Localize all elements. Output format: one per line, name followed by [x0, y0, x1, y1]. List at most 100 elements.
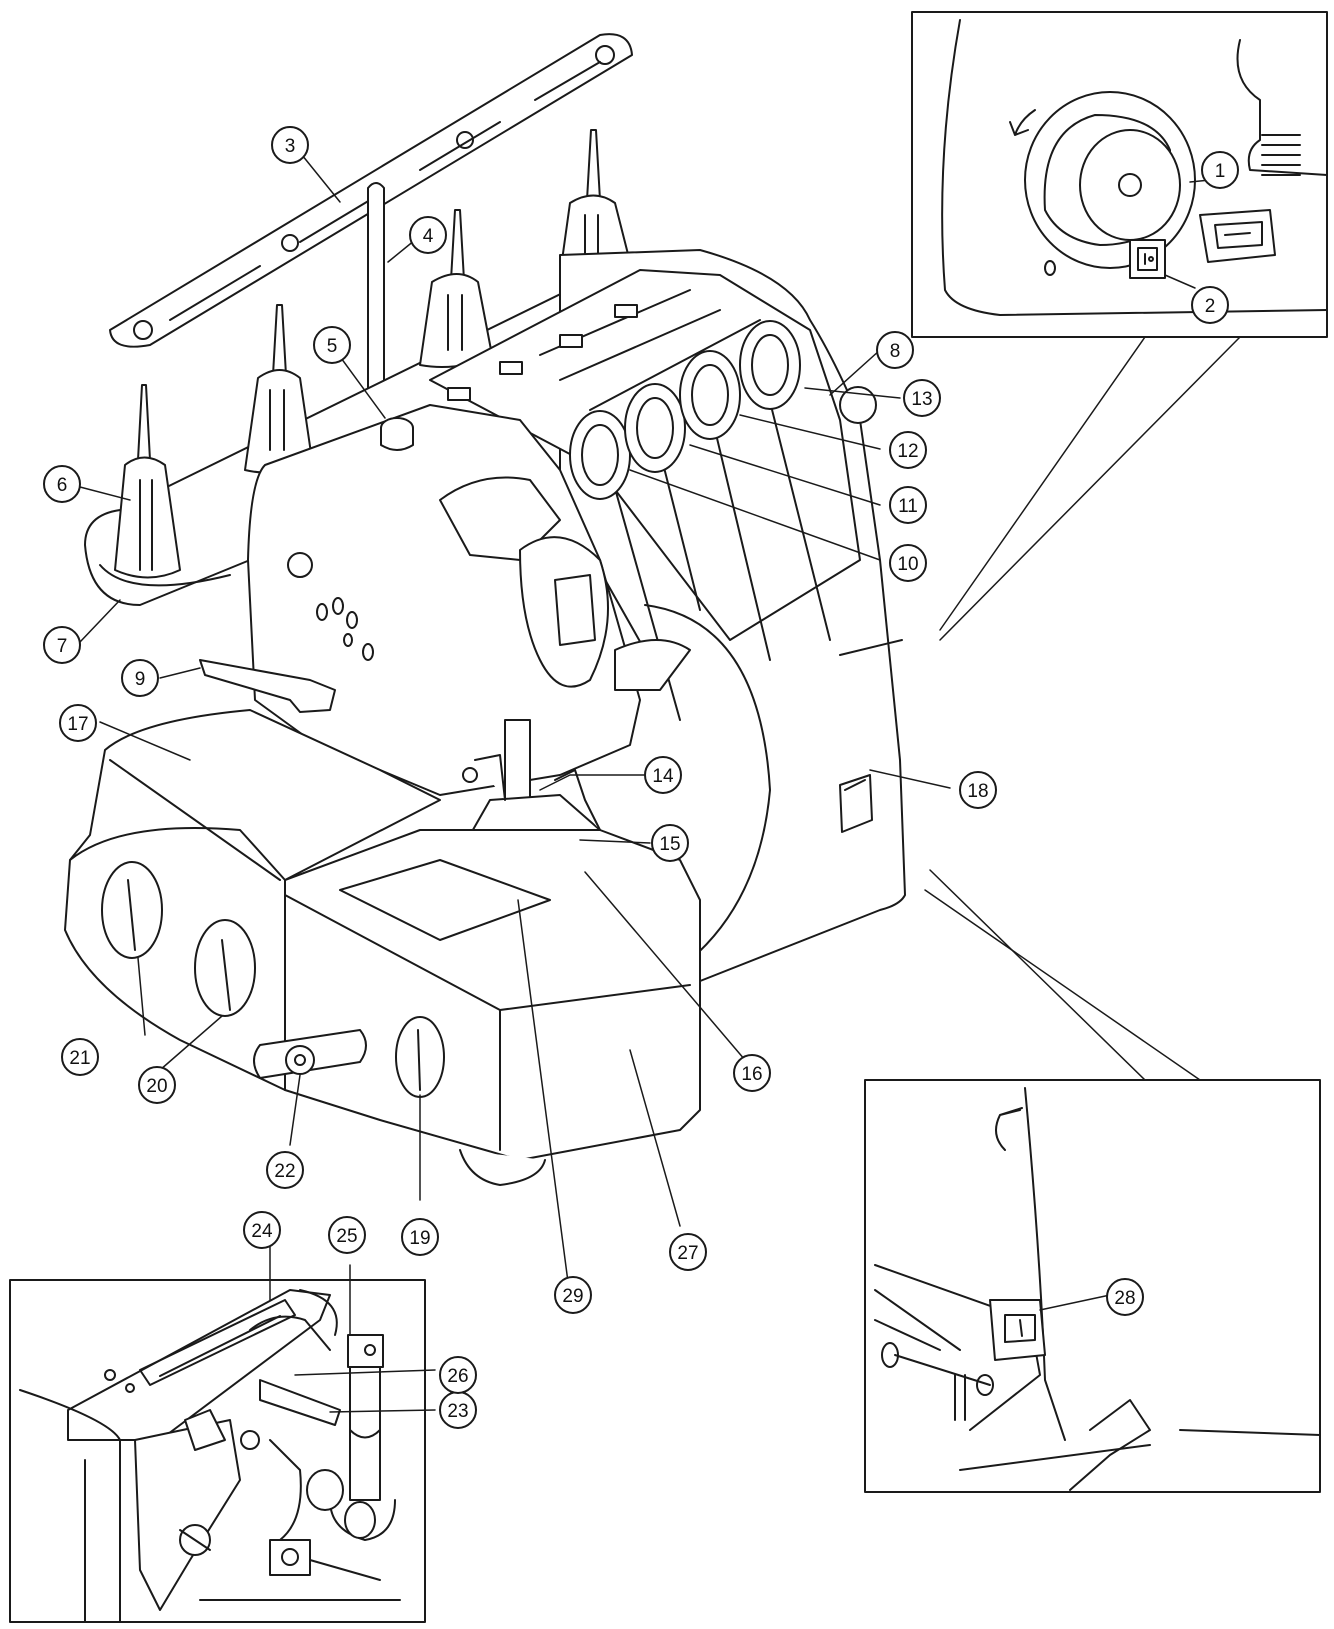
- knob-5: [380, 417, 414, 451]
- callout-number: 1: [1215, 161, 1226, 182]
- callout-circle: [61, 1038, 99, 1076]
- callout-number: 4: [423, 226, 434, 247]
- callout-number: 14: [652, 766, 674, 787]
- callout-circle: [1106, 1278, 1144, 1316]
- callout-number: 9: [135, 669, 146, 690]
- callout-1: 1: [1201, 151, 1239, 189]
- callout-circle: [271, 126, 309, 164]
- callout-2: 2: [1191, 286, 1229, 324]
- callout-number: 29: [562, 1286, 583, 1307]
- inset-loopers: [9, 1237, 436, 1623]
- callout-circle: [43, 626, 81, 664]
- callout-number: 19: [409, 1228, 430, 1249]
- callout-circle: [313, 326, 351, 364]
- callout-number: 23: [447, 1401, 468, 1422]
- callout-number: 18: [967, 781, 988, 802]
- front-cover: [284, 829, 701, 1161]
- callout-11: 11: [889, 486, 927, 524]
- callout-15: 15: [651, 824, 689, 862]
- callout-circle: [959, 771, 997, 809]
- callout-29: 29: [554, 1276, 592, 1314]
- callout-number: 28: [1114, 1288, 1135, 1309]
- callout-number: 15: [659, 834, 680, 855]
- callout-circle: [121, 659, 159, 697]
- callout-circle: [138, 1066, 176, 1104]
- inset-safety-switch: [864, 869, 1321, 1493]
- leader-lines: [79, 154, 951, 1283]
- telescopic-rod: [367, 182, 385, 411]
- callout-number: 21: [69, 1048, 90, 1069]
- presser-lifter: [199, 659, 336, 713]
- callout-circle: [889, 486, 927, 524]
- callout-number: 11: [898, 496, 918, 517]
- callout-circle: [889, 544, 927, 582]
- callout-circle: [733, 1054, 771, 1092]
- callout-circle: [243, 1211, 281, 1249]
- thread-guides-top: [447, 304, 638, 401]
- callout-circle: [1191, 286, 1229, 324]
- callout-9: 9: [121, 659, 159, 697]
- callout-20: 20: [138, 1066, 176, 1104]
- callout-6: 6: [43, 465, 81, 503]
- callout-7: 7: [43, 626, 81, 664]
- callout-number: 26: [447, 1366, 468, 1387]
- callout-28: 28: [1106, 1278, 1144, 1316]
- callout-24: 24: [243, 1211, 281, 1249]
- callout-number: 17: [67, 714, 88, 735]
- callout-circle: [43, 465, 81, 503]
- callout-number: 3: [285, 136, 296, 157]
- callout-21: 21: [61, 1038, 99, 1076]
- callout-number: 25: [336, 1226, 357, 1247]
- front-head-cover: [247, 404, 691, 796]
- callout-circle: [903, 379, 941, 417]
- callout-circle: [439, 1356, 477, 1394]
- callout-13: 13: [903, 379, 941, 417]
- callout-circle: [59, 704, 97, 742]
- callout-circle: [1201, 151, 1239, 189]
- callout-circle: [876, 331, 914, 369]
- callout-number: 5: [327, 336, 338, 357]
- callout-circle: [401, 1218, 439, 1256]
- callout-14: 14: [644, 756, 682, 794]
- callout-10: 10: [889, 544, 927, 582]
- callout-number: 6: [57, 475, 68, 496]
- callout-16: 16: [733, 1054, 771, 1092]
- callout-number: 24: [251, 1221, 273, 1242]
- callout-circle: [644, 756, 682, 794]
- callout-19: 19: [401, 1218, 439, 1256]
- callout-27: 27: [669, 1233, 707, 1271]
- callout-23: 23: [439, 1391, 477, 1429]
- callout-number: 10: [897, 554, 918, 575]
- callout-25: 25: [328, 1216, 366, 1254]
- callout-circle: [328, 1216, 366, 1254]
- callout-number: 13: [911, 389, 932, 410]
- callout-number: 12: [897, 441, 918, 462]
- callout-3: 3: [271, 126, 309, 164]
- callout-circle: [889, 431, 927, 469]
- callout-number: 8: [890, 341, 901, 362]
- callout-number: 27: [677, 1243, 698, 1264]
- callout-number: 22: [274, 1161, 295, 1182]
- callout-circle: [554, 1276, 592, 1314]
- callout-22: 22: [266, 1151, 304, 1189]
- callout-4: 4: [409, 216, 447, 254]
- callout-26: 26: [439, 1356, 477, 1394]
- presser-foot: [462, 719, 601, 863]
- callout-number: 16: [741, 1064, 762, 1085]
- callout-5: 5: [313, 326, 351, 364]
- tension-dials: [569, 320, 801, 500]
- callout-12: 12: [889, 431, 927, 469]
- callout-number: 2: [1205, 296, 1216, 317]
- callout-circle: [409, 216, 447, 254]
- callout-number: 20: [146, 1076, 167, 1097]
- inset-power-switch: [911, 11, 1328, 641]
- callout-circle: [651, 824, 689, 862]
- free-arm-bed: [64, 709, 546, 1186]
- callout-17: 17: [59, 704, 97, 742]
- callout-number: 7: [57, 636, 68, 657]
- callout-8: 8: [876, 331, 914, 369]
- callout-18: 18: [959, 771, 997, 809]
- callout-circle: [669, 1233, 707, 1271]
- callout-circle: [266, 1151, 304, 1189]
